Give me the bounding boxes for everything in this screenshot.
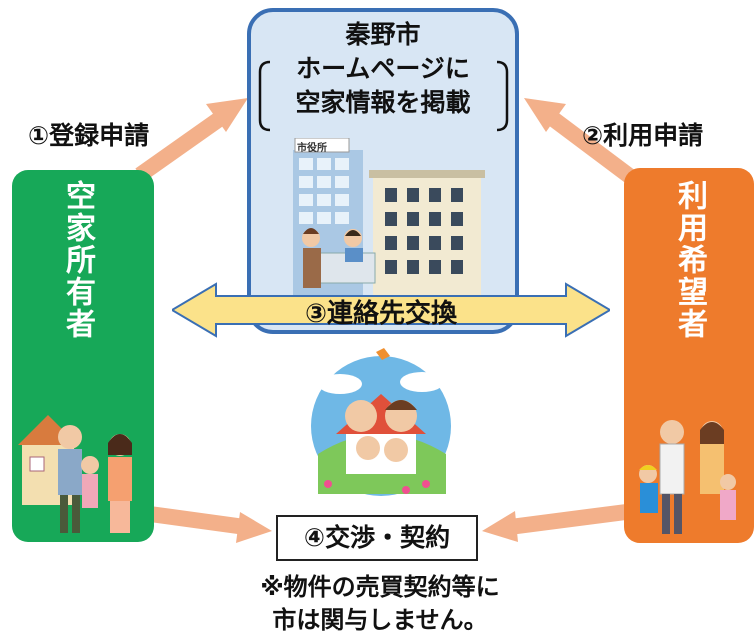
arrow-apply	[524, 98, 637, 185]
right-bracket	[496, 60, 509, 132]
arrow-negotiate-user	[482, 504, 628, 542]
vacant-owner-label: 空家所有者	[60, 180, 95, 340]
city-name: 秦野市	[345, 20, 421, 49]
arrow-register	[135, 98, 248, 182]
step-register-label: ①登録申請	[28, 121, 150, 150]
disclaimer-line-2: 市は関与しません。	[272, 606, 488, 634]
user-family-illustration	[639, 420, 736, 534]
arrow-negotiate-owner	[148, 506, 272, 543]
building-sign: 市役所	[297, 143, 327, 154]
city-office-illustration	[293, 138, 485, 298]
contact-exchange-label: ③連絡先交換	[304, 299, 457, 329]
owner-family-illustration	[18, 415, 132, 533]
step-apply-label: ②利用申請	[582, 121, 704, 150]
negotiation-contract-box: ④交渉・契約	[276, 515, 478, 561]
happy-family-illustration	[311, 348, 451, 496]
vacant-info-line: 空家情報を掲載	[295, 88, 471, 117]
left-bracket	[258, 60, 271, 132]
contact-exchange-arrow	[172, 282, 610, 338]
homepage-line: ホームページに	[296, 54, 470, 83]
disclaimer-line-1: ※物件の売買契約等に	[260, 573, 500, 601]
city-homepage-title: 秦野市 ホームページに 空家情報を掲載	[247, 18, 519, 120]
prospective-user-label: 利用希望者	[672, 180, 707, 340]
